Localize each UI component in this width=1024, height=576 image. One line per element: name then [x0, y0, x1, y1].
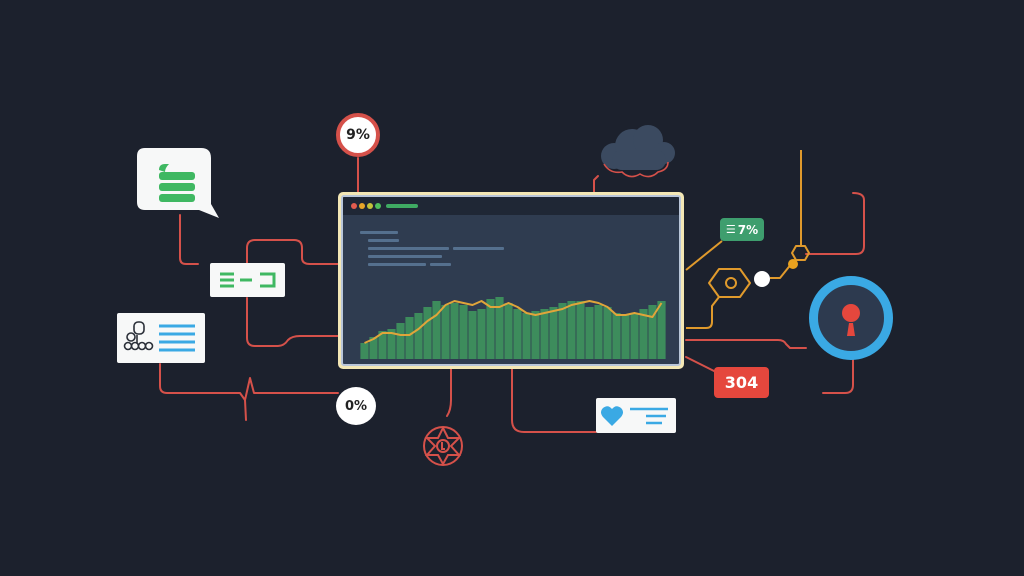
chart-bar [459, 305, 468, 359]
window-title-bar [343, 197, 679, 215]
chart-bar [540, 309, 549, 359]
chart-bar [531, 311, 540, 359]
chart-bar [414, 313, 423, 359]
database-chat-card[interactable] [137, 148, 219, 218]
chart-bar [450, 303, 459, 359]
chart-bar [387, 329, 396, 359]
chart-bar [522, 313, 531, 359]
chart-bar [549, 307, 558, 359]
close-control[interactable] [351, 203, 357, 209]
lock-button[interactable] [809, 276, 893, 360]
bottom-percent-value: 0% [344, 398, 368, 414]
bar-line-chart [360, 297, 666, 359]
chart-bar [567, 301, 576, 359]
status-code-badge[interactable]: 304 [714, 367, 769, 398]
chart-bar [441, 305, 450, 359]
favorites-card[interactable] [596, 398, 676, 433]
chart-bar [369, 337, 378, 359]
chart-bar [648, 305, 657, 359]
chart-bar [639, 309, 648, 359]
extra-control[interactable] [375, 203, 381, 209]
chart-bar [396, 323, 405, 359]
heart-icon [601, 406, 668, 426]
star-circle-icon[interactable] [421, 424, 465, 468]
keyhole-icon [842, 304, 860, 336]
percent-badge[interactable]: ☰ 7% [720, 218, 764, 241]
status-code-value: 304 [724, 373, 759, 392]
chart-bar [576, 301, 585, 359]
users-list-card[interactable] [117, 313, 205, 363]
dashboard-window[interactable] [338, 192, 684, 369]
dash-bracket-icon [220, 272, 276, 288]
cloud-icon [601, 125, 675, 178]
top-percent-value: 9% [346, 127, 370, 143]
chart-bar [432, 301, 441, 359]
chart-trend-line [364, 300, 663, 344]
maximize-control[interactable] [367, 203, 373, 209]
database-icon [137, 148, 219, 218]
menu-lines-icon: ☰ [725, 223, 736, 236]
chart-bar [657, 301, 666, 359]
chart-bar [594, 305, 603, 359]
top-percent-bubble[interactable]: 9% [336, 113, 380, 157]
chart-bar [360, 343, 369, 359]
chart-bar [486, 299, 495, 359]
minimize-control[interactable] [359, 203, 365, 209]
chart-bar [423, 307, 432, 359]
chart-bar [405, 317, 414, 359]
window-tab[interactable] [386, 204, 418, 208]
chart-bar [585, 307, 594, 359]
list-icon [159, 324, 195, 352]
chart-bar [468, 311, 477, 359]
chart-bar [630, 313, 639, 359]
chart-bar [558, 303, 567, 359]
chart-bar [504, 303, 513, 359]
bottom-percent-bubble[interactable]: 0% [336, 387, 376, 425]
users-icon [123, 321, 154, 351]
chart-bar [378, 331, 387, 359]
chart-bar [513, 309, 522, 359]
chart-bar [495, 297, 504, 359]
status-glyph-card[interactable] [210, 263, 285, 297]
chart-bar [603, 307, 612, 359]
chart-bar [621, 315, 630, 359]
chart-bar [477, 309, 486, 359]
percent-badge-value: 7% [737, 222, 759, 237]
chart-bar [612, 313, 621, 359]
